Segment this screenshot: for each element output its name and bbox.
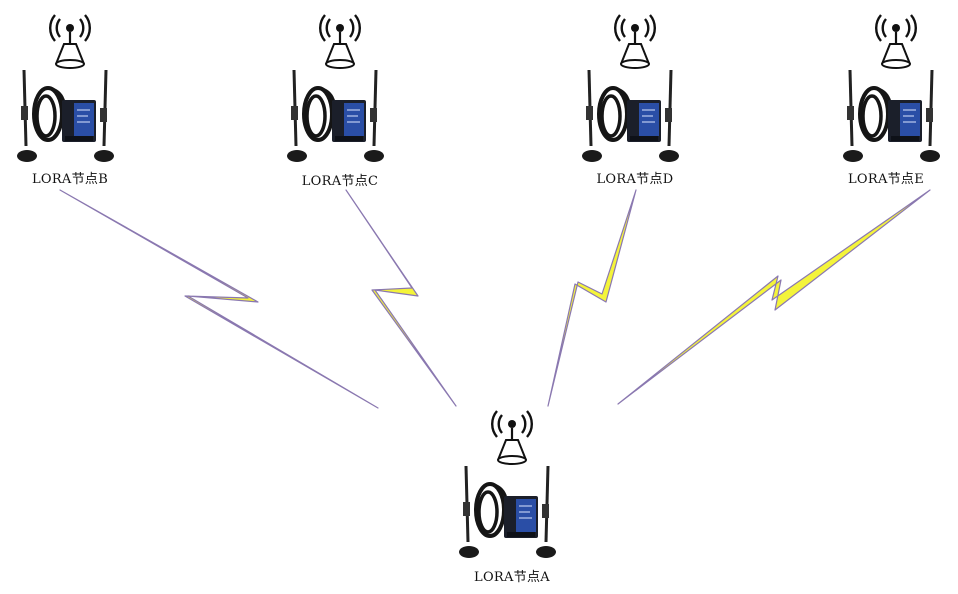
lora-node-d-graphic — [582, 14, 679, 162]
lora-device-icon — [459, 465, 556, 558]
lora-node-b-graphic — [17, 14, 114, 162]
antenna-signal-icon — [614, 14, 656, 69]
lora-node-a: LORA节点A — [452, 404, 572, 594]
lora-device-icon — [287, 69, 384, 162]
lora-node-d: LORA节点D — [575, 8, 695, 198]
antenna-signal-icon — [49, 14, 91, 69]
lora-node-a-graphic — [459, 410, 556, 558]
lora-node-c-graphic — [287, 14, 384, 162]
lora-device-icon — [17, 69, 114, 162]
node-label: LORA节点E — [847, 172, 925, 187]
link-e-a-bolt — [617, 189, 931, 405]
lora-node-c: LORA节点C — [280, 8, 400, 198]
lora-node-e-graphic — [843, 14, 940, 162]
antenna-signal-icon — [491, 410, 533, 465]
lora-node-b: LORA节点B — [10, 8, 130, 198]
link-b-a-bolt — [59, 189, 379, 409]
lora-device-icon — [843, 69, 940, 162]
antenna-signal-icon — [875, 14, 917, 69]
node-label: LORA节点C — [301, 174, 379, 189]
node-label: LORA节点B — [31, 172, 109, 187]
node-label: LORA节点D — [596, 172, 674, 187]
antenna-signal-icon — [319, 14, 361, 69]
lora-node-e: LORA节点E — [836, 8, 956, 198]
node-label: LORA节点A — [474, 570, 550, 585]
lora-device-icon — [582, 69, 679, 162]
link-d-a-bolt — [547, 189, 637, 407]
link-c-a-bolt — [345, 189, 457, 407]
